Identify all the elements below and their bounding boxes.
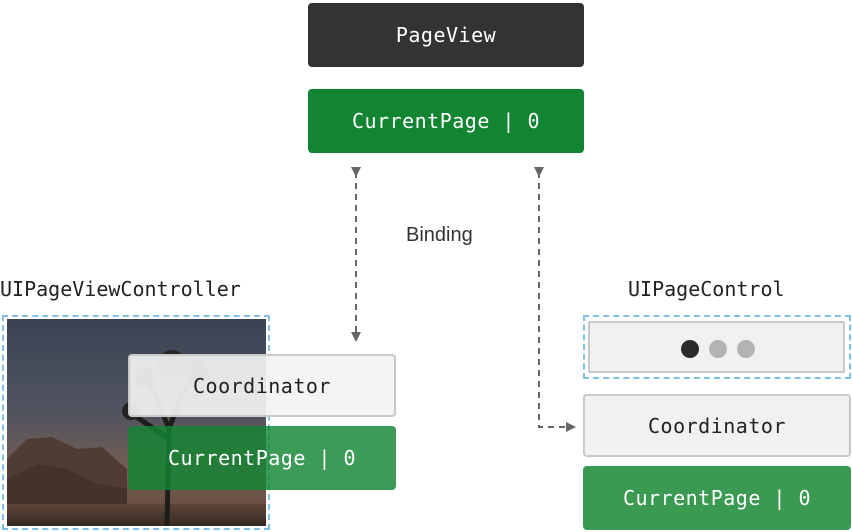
right-current-page-label: CurrentPage | 0 [622,486,812,510]
page-view-label: PageView [395,23,497,47]
left-coordinator-label: Coordinator [193,373,331,398]
page-dot-3[interactable] [737,340,755,358]
page-control-frame [583,315,851,379]
right-coordinator-label: Coordinator [648,413,786,438]
top-current-page-box: CurrentPage | 0 [308,89,584,153]
left-current-page-label: CurrentPage | 0 [167,446,357,470]
left-coordinator-box: Coordinator [128,354,396,417]
page-photo-image [7,319,266,526]
page-dot-1[interactable] [681,340,699,358]
right-coordinator-box: Coordinator [583,394,851,457]
top-current-page-label: CurrentPage | 0 [351,109,541,133]
right-current-page-box: CurrentPage | 0 [583,466,851,530]
page-view-controller-frame [2,315,270,530]
page-dot-2[interactable] [709,340,727,358]
right-section-title: UIPageControl [628,277,785,301]
page-control[interactable] [588,321,845,373]
right-binding-arrow [534,167,576,432]
page-view-box: PageView [308,3,584,67]
left-current-page-box: CurrentPage | 0 [128,426,396,490]
binding-label: Binding [406,224,473,246]
left-section-title: UIPageViewController [0,277,241,301]
